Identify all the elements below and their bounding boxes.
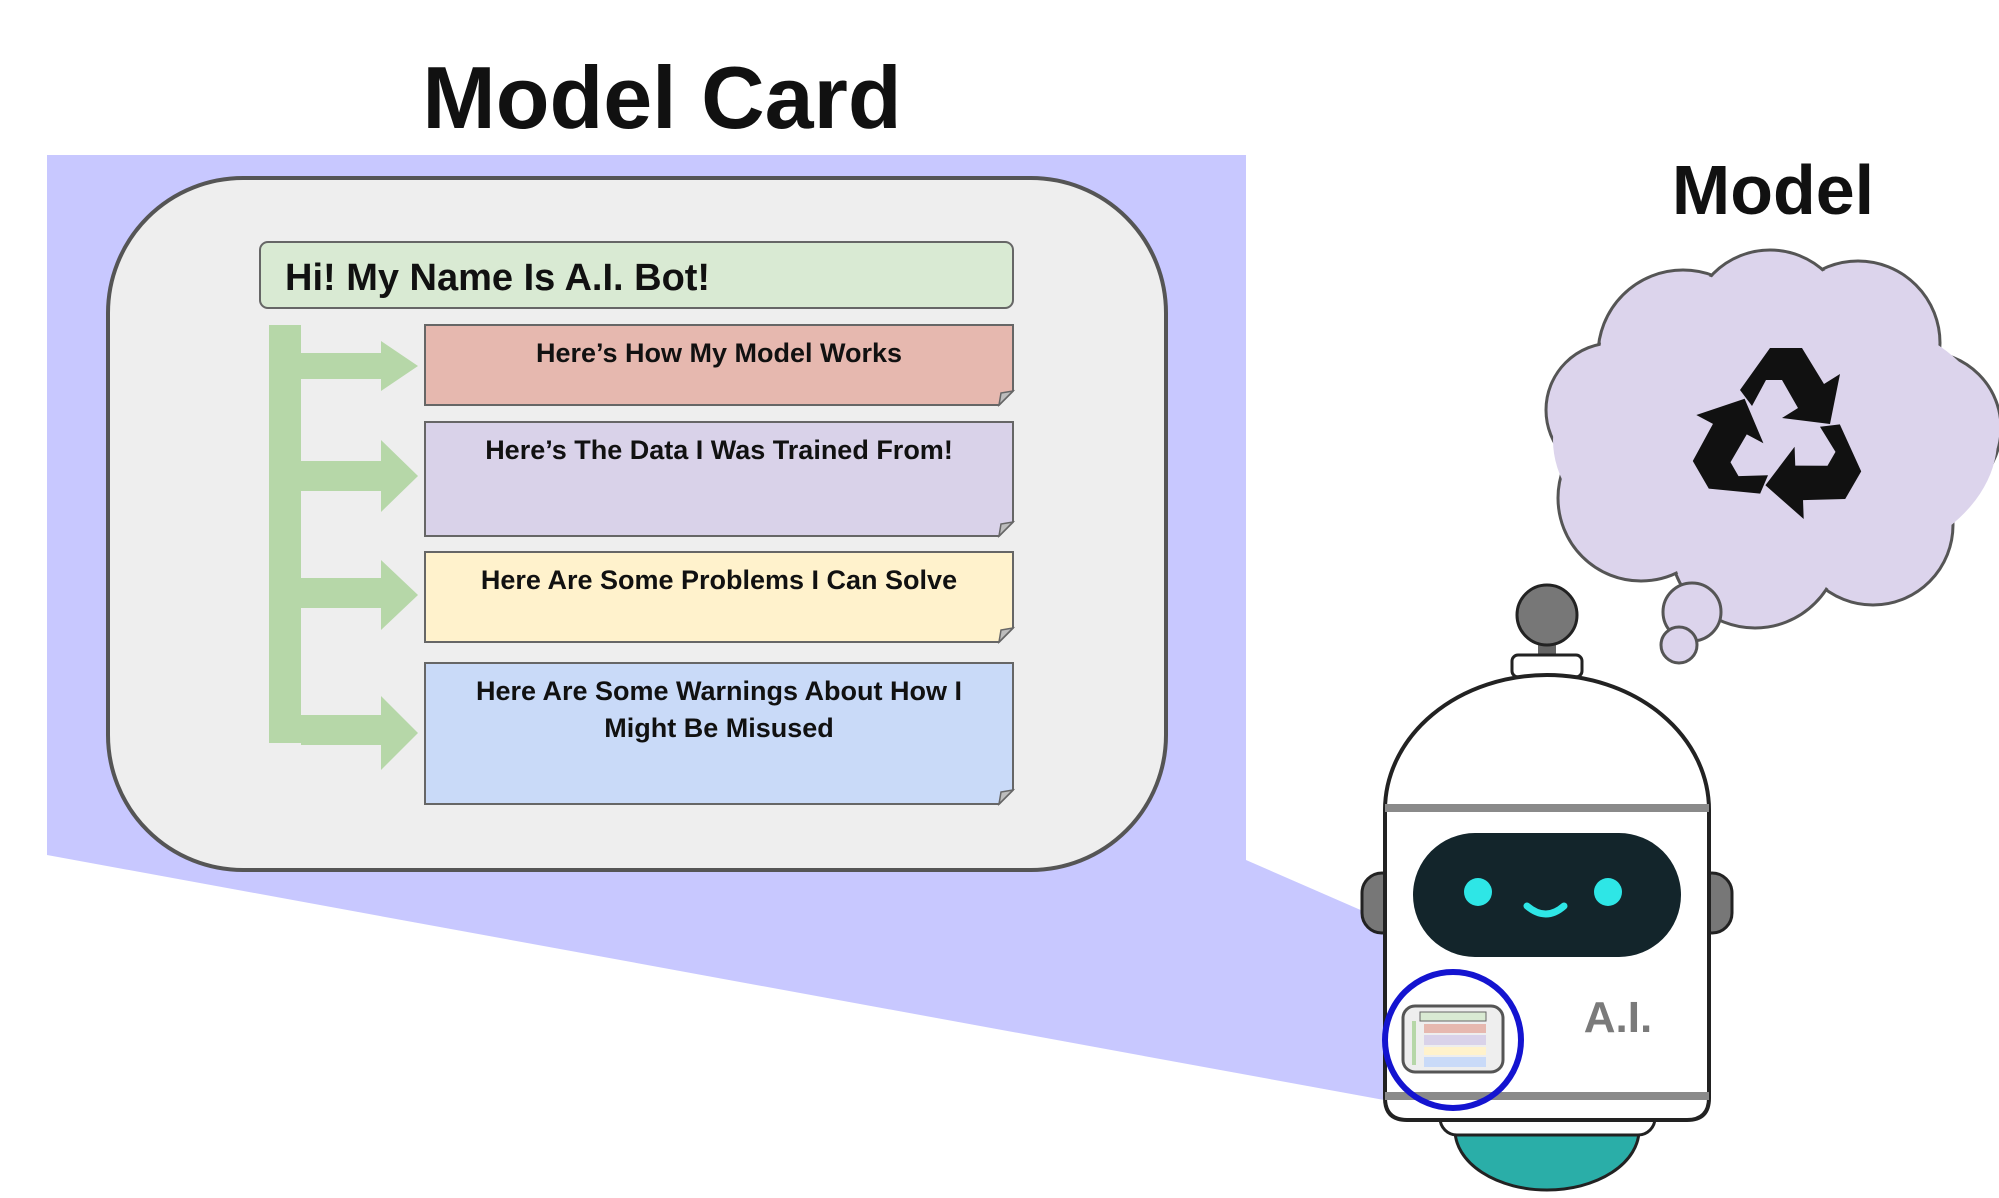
arrow-3 [301,560,418,630]
card-header-box [259,241,1014,309]
card-section-text: Here Are Some Warnings About How I [476,676,962,706]
thought-cloud [1544,248,1999,665]
arrow-1 [301,341,418,391]
connector-trunk [269,325,301,743]
robot-chest-label: A.I. [1584,993,1652,1042]
robot-smile [1523,902,1568,918]
robot: A.I. [1360,583,1734,1192]
card-section-text: Here’s How My Model Works [536,338,902,368]
zoom-projection [47,855,1395,1102]
arrow-2 [301,440,418,512]
connector-arrows [269,325,418,770]
robot-eye-left [1464,878,1492,906]
card-header-text: Hi! My Name Is A.I. Bot! [285,257,710,299]
model-title: Model [1672,151,1874,229]
recycle-icon [1692,348,1862,519]
card-section-1: Here’s How My Model Works [424,324,1016,408]
thought-bubble-small [1659,625,1699,665]
model-card-panel: Hi! My Name Is A.I. Bot! Here’s How My [106,176,1168,872]
card-section-text: Here’s The Data I Was Trained From! [485,435,953,465]
card-section-text: Here Are Some Problems I Can Solve [481,565,957,595]
page-fold [997,626,1016,645]
card-section-2: Here’s The Data I Was Trained From! [424,421,1016,539]
robot-antenna-ball [1515,583,1579,647]
card-section-4: Here Are Some Warnings About How I Might … [424,662,1016,807]
card-section-3: Here Are Some Problems I Can Solve [424,551,1016,645]
page-fold [997,520,1016,539]
card-section-text: Might Be Misused [604,713,834,743]
robot-eye-right [1594,878,1622,906]
mini-model-card-icon [1401,1004,1505,1074]
model-card-title: Model Card [422,48,901,147]
arrow-4 [301,696,418,770]
page-fold [997,389,1016,408]
page-fold [997,788,1016,807]
magnifier-ring [1382,969,1524,1111]
robot-face [1413,833,1681,957]
